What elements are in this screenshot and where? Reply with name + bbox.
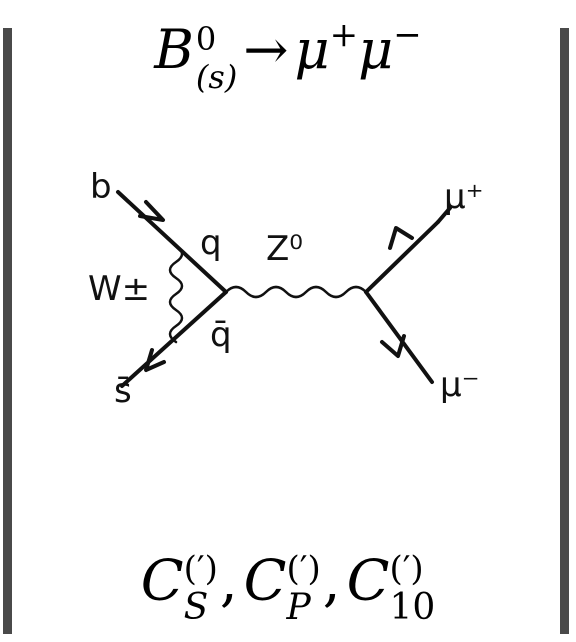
- mu-plus-line-end: [436, 206, 452, 224]
- title-arrow: →: [243, 18, 289, 81]
- comma-2: ,: [322, 548, 341, 614]
- title-indices: 0(s): [196, 23, 237, 93]
- right-vertical-bar: [560, 28, 569, 634]
- mu-minus-arrow: [380, 334, 406, 358]
- label-q: q: [200, 223, 222, 263]
- coefficient-p: C(′)P: [243, 548, 321, 628]
- mu-plus-line: [364, 220, 440, 294]
- label-mu-plus: μ⁺: [444, 177, 484, 217]
- label-b: b: [90, 167, 112, 207]
- label-z: Z⁰: [266, 229, 303, 269]
- w-boson-line: [168, 244, 184, 344]
- mu-minus-line: [364, 290, 434, 384]
- z-boson-line: [224, 285, 368, 299]
- feynman-diagram: b s̄ q q̄ W± Z⁰ μ⁺ μ⁻: [88, 167, 484, 411]
- label-w: W±: [88, 269, 150, 309]
- title-superscript: 0: [195, 20, 217, 58]
- sbar-quark-arrow: [144, 348, 166, 372]
- title-mu-plus: μ: [294, 18, 330, 81]
- label-mu-minus: μ⁻: [440, 365, 480, 405]
- left-vertical-bar: [3, 28, 12, 634]
- title-mu-minus: μ: [358, 18, 394, 81]
- title-subscript: (s): [195, 58, 238, 96]
- coefficient-s: C(′)S: [140, 548, 218, 628]
- wilson-coefficients: C(′)S,C(′)P,C(′)10: [0, 548, 576, 628]
- label-sbar: s̄: [114, 371, 132, 411]
- coefficient-10: C(′)10: [346, 548, 436, 628]
- title-mu-plus-charge: +: [329, 15, 359, 55]
- mu-plus-arrow: [388, 226, 414, 250]
- comma-1: ,: [219, 548, 238, 614]
- label-qbar: q̄: [210, 315, 232, 355]
- b-quark-line: [116, 190, 228, 294]
- title-particle: B: [154, 18, 194, 81]
- b-quark-arrow: [138, 200, 165, 222]
- title-mu-minus-charge: −: [393, 15, 422, 55]
